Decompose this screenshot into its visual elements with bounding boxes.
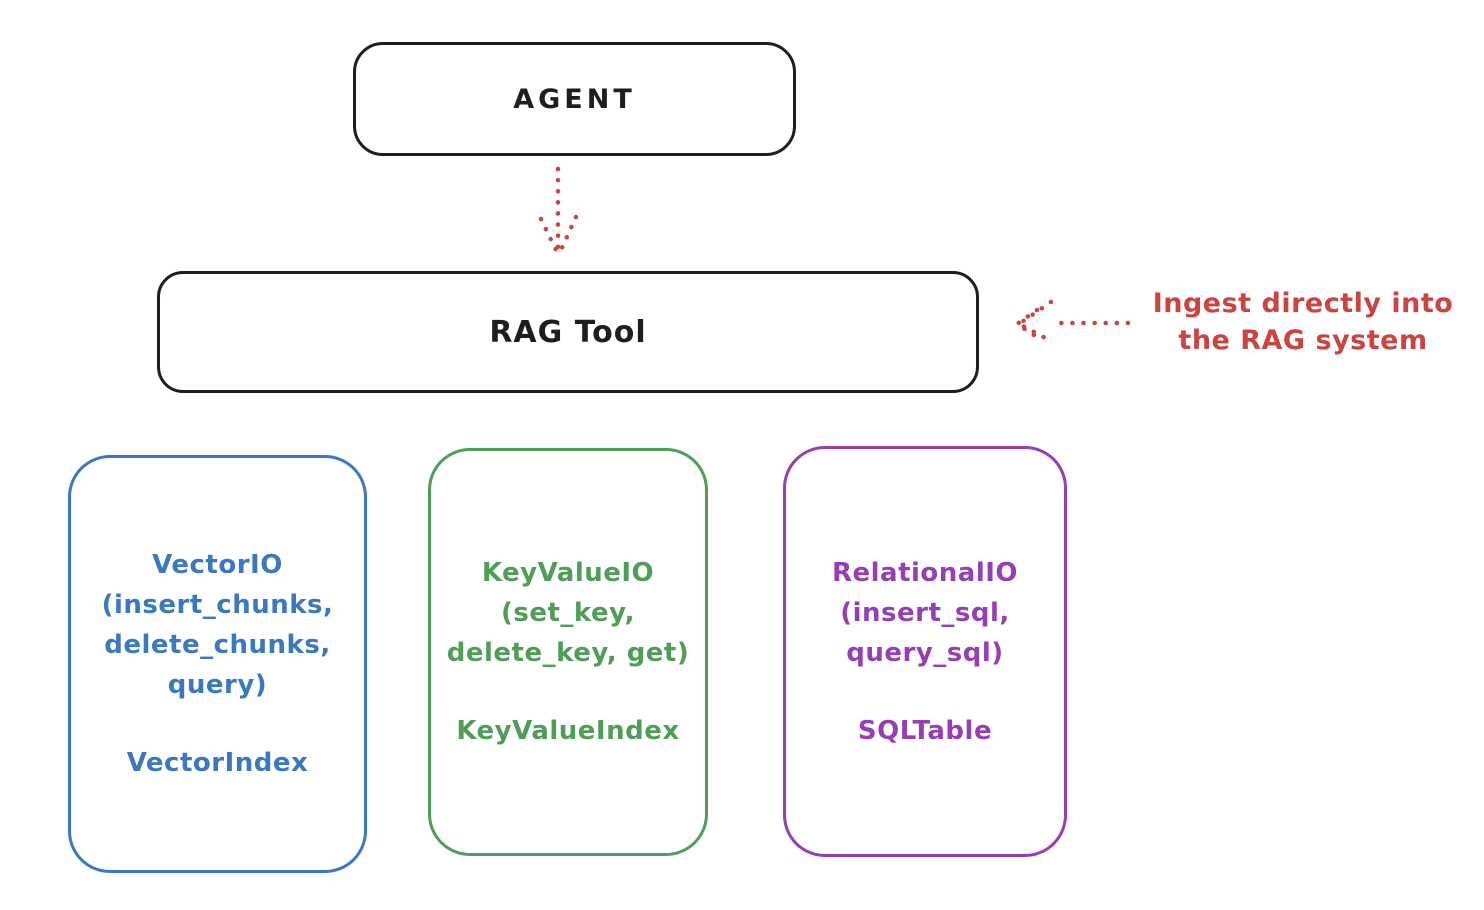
text-line: query) (167, 670, 268, 700)
text-line: (insert_chunks, (101, 590, 334, 620)
vector-io-box: VectorIO (insert_chunks, delete_chunks, … (68, 455, 367, 873)
text-line: (set_key, (501, 598, 635, 628)
text-line: query_sql) (846, 637, 1004, 668)
text-line: (insert_sql, (840, 597, 1010, 628)
agent-to-rag-arrow-icon (538, 166, 579, 255)
text-line: RelationalIO (831, 557, 1019, 588)
text-line: VectorIO (152, 550, 283, 580)
key-value-index-label: KeyValueIndex (456, 716, 680, 746)
ingest-arrow-icon (1012, 299, 1131, 344)
agent-label: AGENT (513, 83, 636, 115)
vector-io-signature: VectorIO (insert_chunks, delete_chunks, … (102, 545, 334, 705)
text-line: delete_chunks, (104, 630, 331, 660)
text-line: KeyValueIO (481, 558, 655, 588)
key-value-io-signature: KeyValueIO (set_key, delete_key, get) (447, 553, 690, 673)
ingest-annotation: Ingest directly into the RAG system (1130, 285, 1476, 359)
vector-index-label: VectorIndex (126, 748, 309, 778)
relational-io-signature: RelationalIO (insert_sql, query_sql) (832, 553, 1018, 673)
text-line: delete_key, get) (446, 638, 690, 668)
annotation-line: the RAG system (1178, 325, 1428, 356)
relational-io-box: RelationalIO (insert_sql, query_sql) SQL… (783, 446, 1067, 857)
annotation-line: Ingest directly into (1152, 288, 1454, 319)
rag-tool-box: RAG Tool (157, 271, 979, 393)
key-value-io-box: KeyValueIO (set_key, delete_key, get) Ke… (428, 448, 708, 856)
sql-table-label: SQLTable (857, 715, 993, 746)
rag-tool-label: RAG Tool (489, 314, 647, 350)
agent-box: AGENT (353, 42, 796, 156)
